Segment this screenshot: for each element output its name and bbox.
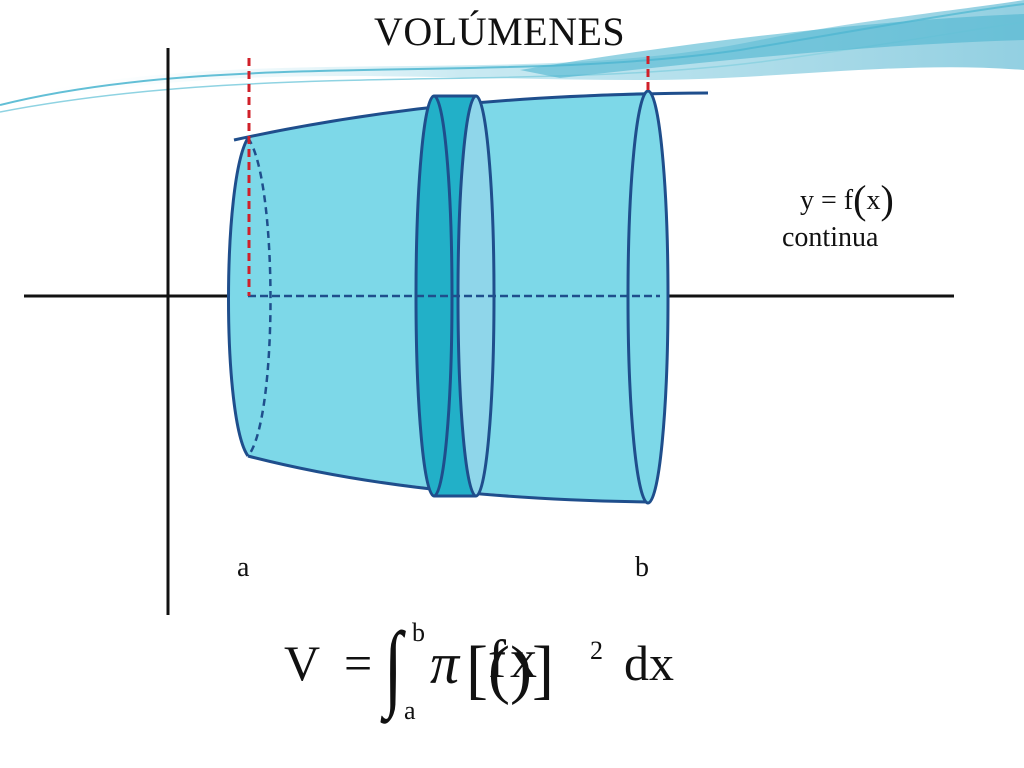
upper-limit-label: b: [635, 552, 649, 583]
integral-lower-limit: a: [404, 696, 416, 725]
function-label-open: (: [853, 177, 867, 222]
function-label-eq: =: [821, 185, 837, 216]
formula-power: 2: [590, 636, 603, 665]
function-label-fname: f: [843, 185, 854, 216]
formula-open-paren: (: [487, 633, 510, 706]
header-wave-decoration: [0, 0, 1024, 113]
formula-var: x: [509, 629, 537, 689]
lower-limit-label: a: [237, 552, 250, 583]
formula-fname: f: [487, 629, 506, 689]
volume-formula: V = ∫ b a π [f(x)] 2 dx: [284, 612, 704, 728]
formula-open-bracket: [: [466, 633, 488, 706]
integral-upper-limit: b: [412, 618, 425, 647]
function-label-lhs: y: [800, 185, 814, 216]
formula-close-paren: ): [509, 633, 532, 706]
formula-integrand: [f(x)]: [466, 628, 554, 706]
function-label: y = f(x): [800, 172, 894, 222]
slide-title: VOLÚMENES: [374, 9, 626, 54]
integral-sign: ∫: [384, 612, 403, 719]
left-face-hidden-edge: [246, 137, 272, 457]
continuity-label: continua: [782, 222, 879, 253]
formula-lhs: V: [284, 635, 321, 691]
function-label-var: x: [866, 185, 881, 216]
formula-eq: =: [344, 635, 373, 691]
formula-differential: dx: [624, 635, 674, 691]
function-label-close: ): [880, 177, 894, 222]
left-face-front: [227, 137, 250, 457]
formula-pi: π: [430, 631, 460, 696]
formula-close-bracket: ]: [531, 633, 554, 706]
